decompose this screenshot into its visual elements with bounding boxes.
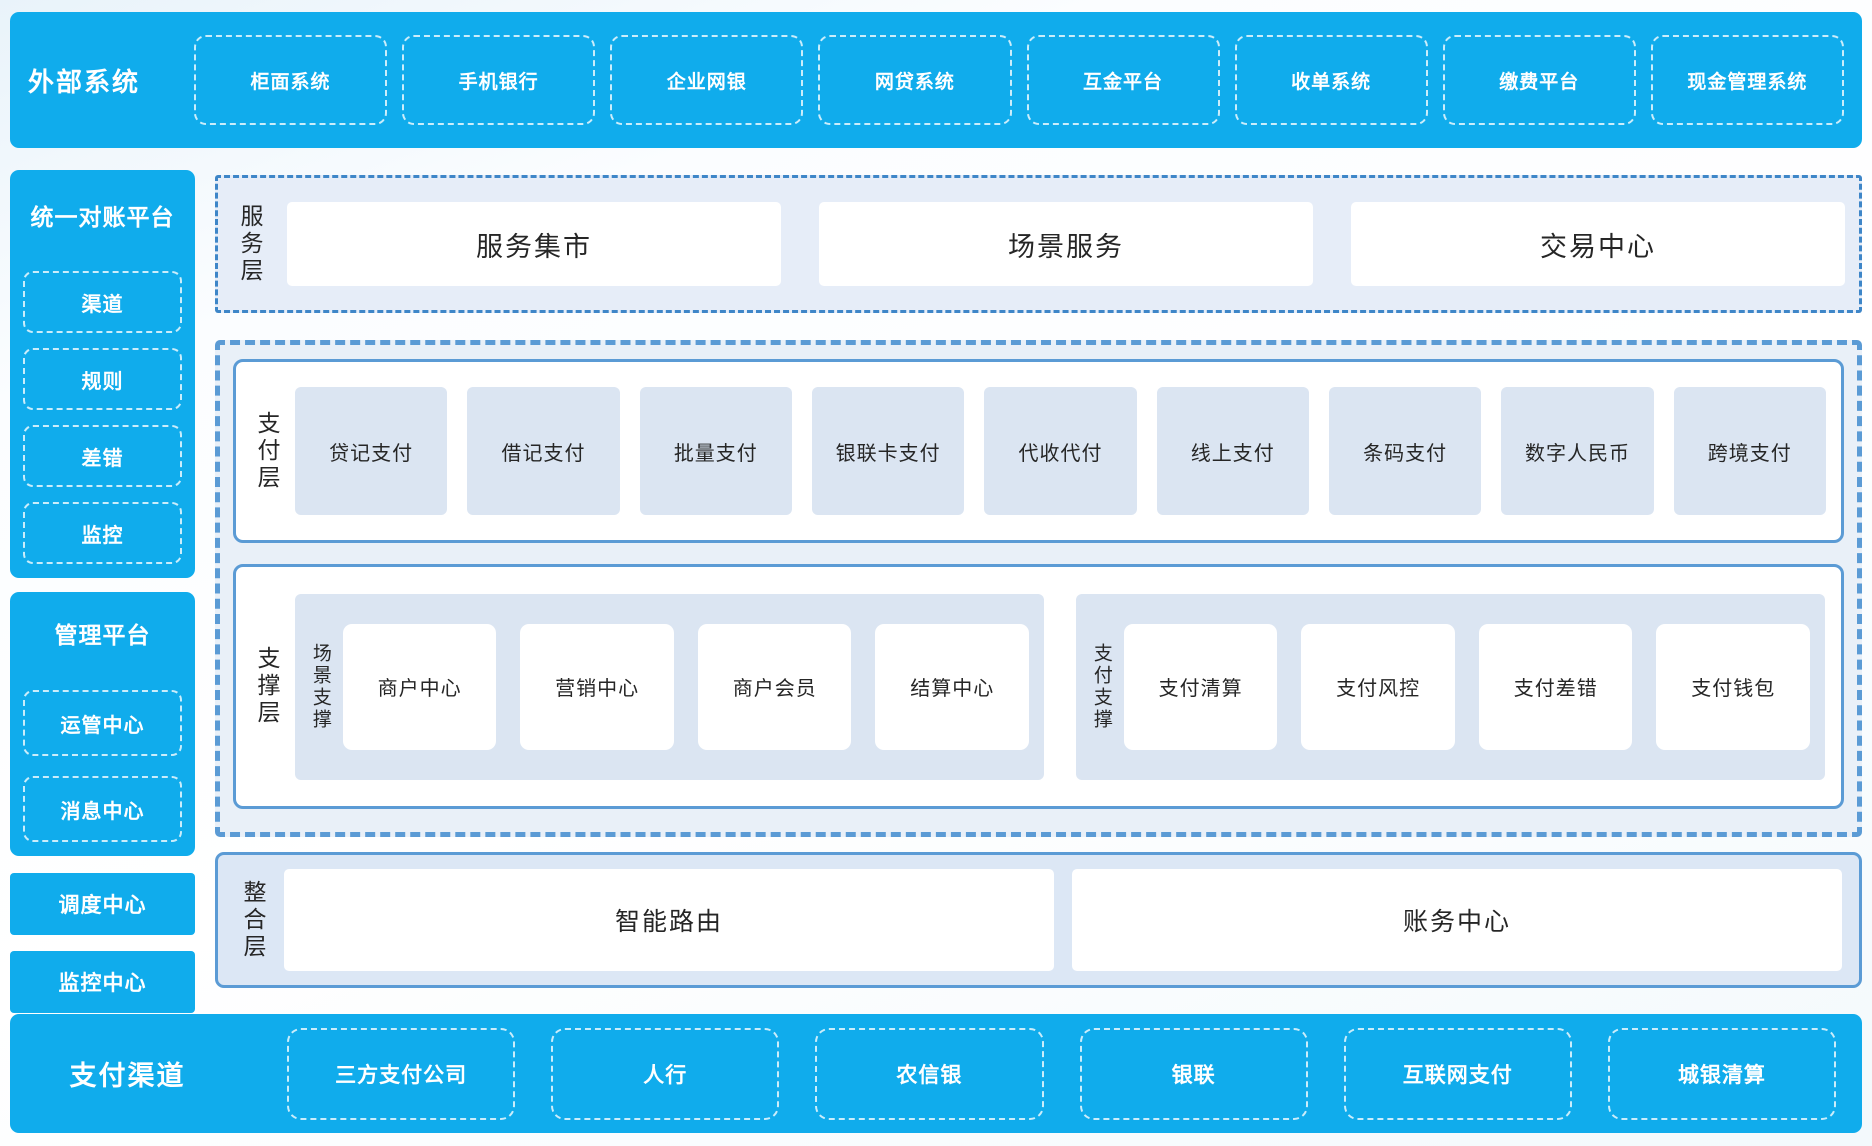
payment-item: 批量支付 bbox=[639, 387, 792, 515]
payment-item: 银联卡支付 bbox=[811, 387, 965, 515]
external-system-item: 缴费平台 bbox=[1442, 35, 1636, 125]
payment-item: 借记支付 bbox=[467, 387, 620, 515]
reconciliation-item: 规则 bbox=[23, 348, 182, 410]
reconciliation-item: 监控 bbox=[23, 502, 182, 564]
support-layer-panel: 支撑层 场景支撑 商户中心 营销中心 商户会员 结算中心 bbox=[233, 564, 1844, 809]
management-item: 消息中心 bbox=[23, 776, 182, 842]
service-layer-label: 服务层 bbox=[237, 203, 263, 285]
scene-support-group: 场景支撑 商户中心 营销中心 商户会员 结算中心 bbox=[295, 593, 1044, 780]
payment-support-item: 支付清算 bbox=[1123, 623, 1278, 750]
scene-support-item: 商户会员 bbox=[697, 623, 852, 750]
monitor-center-block: 监控中心 bbox=[10, 951, 195, 1013]
support-layer-groups: 场景支撑 商户中心 营销中心 商户会员 结算中心 支付支撑 支付清算 bbox=[295, 593, 1825, 780]
payment-channels-title: 支付渠道 bbox=[69, 1061, 186, 1091]
management-platform-panel: 管理平台 运管中心 消息中心 bbox=[10, 592, 195, 856]
scene-support-item: 结算中心 bbox=[875, 623, 1030, 750]
external-system-item: 柜面系统 bbox=[194, 35, 388, 125]
payment-channel-item: 人行 bbox=[551, 1027, 780, 1120]
dispatch-center-block: 调度中心 bbox=[10, 873, 195, 935]
external-systems-items: 柜面系统 手机银行 企业网银 网贷系统 互金平台 收单系统 缴费平台 现金管理系… bbox=[194, 35, 1844, 125]
payment-support-item: 支付风控 bbox=[1301, 623, 1455, 750]
external-system-item: 手机银行 bbox=[402, 35, 596, 125]
service-layer-panel: 服务层 服务集市 场景服务 交易中心 bbox=[215, 175, 1862, 313]
payment-item: 贷记支付 bbox=[295, 387, 448, 515]
scene-support-item: 营销中心 bbox=[520, 623, 674, 750]
integration-box: 智能路由 bbox=[284, 869, 1054, 971]
support-layer-label: 支撑层 bbox=[254, 646, 280, 727]
payment-item: 线上支付 bbox=[1156, 387, 1309, 515]
reconciliation-platform-panel: 统一对账平台 渠道 规则 差错 监控 bbox=[10, 170, 195, 578]
payment-support-items: 支付清算 支付风控 支付差错 支付钱包 bbox=[1123, 623, 1811, 750]
reconciliation-platform-title: 统一对账平台 bbox=[30, 204, 175, 230]
payment-layer-label: 支付层 bbox=[254, 410, 280, 492]
payment-channels-items: 三方支付公司 人行 农信银 银联 互联网支付 城银清算 bbox=[287, 1027, 1837, 1120]
service-box: 场景服务 bbox=[819, 202, 1313, 286]
payment-support-label: 支付支撑 bbox=[1090, 642, 1112, 731]
service-box: 服务集市 bbox=[287, 202, 781, 286]
layers-column: 服务层 服务集市 场景服务 交易中心 支付层 贷记支付 借记支付 批量支付 银联… bbox=[215, 148, 1862, 1014]
scene-support-item: 商户中心 bbox=[342, 623, 497, 750]
service-layer-boxes: 服务集市 场景服务 交易中心 bbox=[287, 202, 1845, 286]
integration-layer-boxes: 智能路由 账务中心 bbox=[284, 869, 1842, 971]
reconciliation-item: 渠道 bbox=[23, 271, 182, 333]
reconciliation-item: 差错 bbox=[23, 425, 182, 487]
management-item: 运管中心 bbox=[23, 690, 182, 756]
external-systems-title: 外部系统 bbox=[28, 66, 141, 97]
left-sidebar: 统一对账平台 渠道 规则 差错 监控 管理平台 运管中心 消息中心 调度中心 监… bbox=[10, 148, 195, 1014]
payment-channel-item: 农信银 bbox=[815, 1027, 1044, 1120]
external-systems-bar: 外部系统 柜面系统 手机银行 企业网银 网贷系统 互金平台 收单系统 缴费平台 … bbox=[10, 12, 1862, 148]
payment-layer-panel: 支付层 贷记支付 借记支付 批量支付 银联卡支付 代收代付 线上支付 条码支付 … bbox=[233, 359, 1844, 543]
core-layers-container: 支付层 贷记支付 借记支付 批量支付 银联卡支付 代收代付 线上支付 条码支付 … bbox=[215, 340, 1862, 837]
service-box: 交易中心 bbox=[1351, 202, 1845, 286]
payment-channel-item: 城银清算 bbox=[1607, 1027, 1837, 1120]
payment-support-group: 支付支撑 支付清算 支付风控 支付差错 支付钱包 bbox=[1076, 593, 1825, 780]
payment-support-item: 支付差错 bbox=[1478, 623, 1633, 750]
external-system-item: 现金管理系统 bbox=[1650, 35, 1844, 125]
management-platform-title: 管理平台 bbox=[54, 622, 151, 648]
payment-layer-items: 贷记支付 借记支付 批量支付 银联卡支付 代收代付 线上支付 条码支付 数字人民… bbox=[295, 387, 1826, 515]
scene-support-label: 场景支撑 bbox=[309, 642, 331, 731]
payment-item: 条码支付 bbox=[1328, 387, 1482, 515]
payment-item: 跨境支付 bbox=[1673, 387, 1826, 515]
integration-layer-label: 整合层 bbox=[240, 879, 266, 961]
external-system-item: 收单系统 bbox=[1234, 35, 1428, 125]
payment-item: 数字人民币 bbox=[1501, 387, 1654, 515]
integration-layer-panel: 整合层 智能路由 账务中心 bbox=[215, 852, 1862, 988]
external-system-item: 企业网银 bbox=[610, 35, 804, 125]
external-system-item: 网贷系统 bbox=[818, 35, 1012, 125]
payment-support-item: 支付钱包 bbox=[1656, 623, 1811, 750]
payment-channel-item: 互联网支付 bbox=[1343, 1027, 1572, 1120]
payment-item: 代收代付 bbox=[984, 387, 1137, 515]
payment-channel-item: 三方支付公司 bbox=[287, 1027, 516, 1120]
payment-channels-bar: 支付渠道 三方支付公司 人行 农信银 银联 互联网支付 城银清算 bbox=[10, 1014, 1862, 1133]
scene-support-items: 商户中心 营销中心 商户会员 结算中心 bbox=[342, 623, 1030, 750]
diagram-body: 统一对账平台 渠道 规则 差错 监控 管理平台 运管中心 消息中心 调度中心 监… bbox=[10, 148, 1862, 1014]
integration-box: 账务中心 bbox=[1072, 869, 1842, 971]
payment-channel-item: 银联 bbox=[1079, 1027, 1308, 1120]
external-system-item: 互金平台 bbox=[1026, 35, 1220, 125]
